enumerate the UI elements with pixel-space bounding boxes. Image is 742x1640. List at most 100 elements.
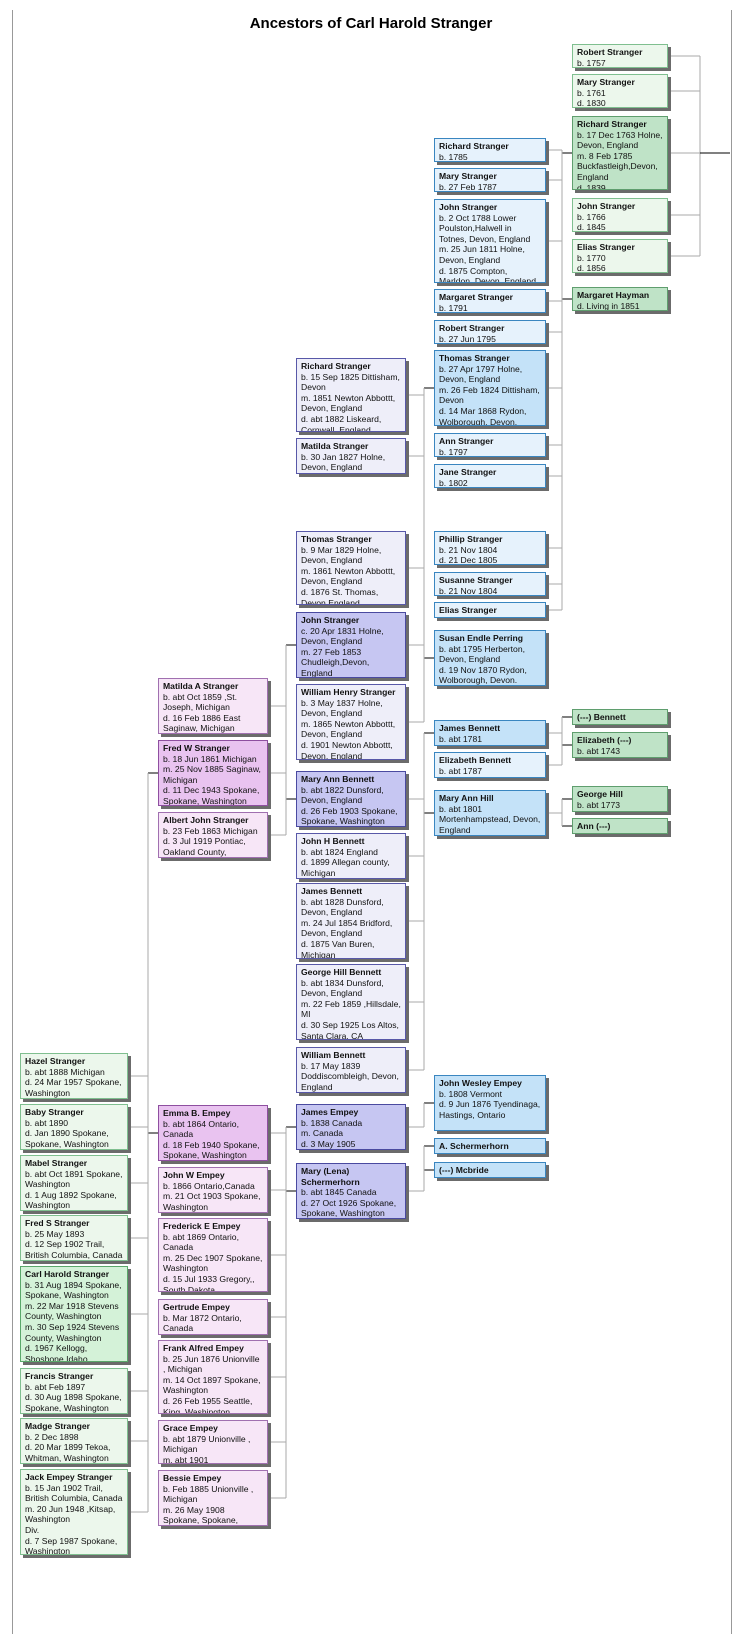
person-name: (---) Mcbride [439,1165,489,1175]
person-box-bennett-unknown[interactable]: (---) Bennett [572,709,668,725]
person-detail: b. abt Feb 1897 [25,1381,86,1392]
person-box-mcbride-unknown[interactable]: (---) Mcbride [434,1162,546,1178]
person-name: Elizabeth (---) [577,735,632,745]
person-detail: b. abt Oct 1859 ,St. Joseph, Michigan [163,691,238,713]
person-box-a-schermerhorn[interactable]: A. Schermerhorn [434,1138,546,1154]
person-detail: b. 1866 Ontario,Canada [163,1180,255,1191]
person-box-elizabeth-unknown[interactable]: Elizabeth (---)b. abt 1743 [572,732,668,758]
person-detail: b. 1757 [577,57,606,68]
person-detail: b. 2 Dec 1898 [25,1431,79,1442]
person-name: Richard Stranger [301,361,371,371]
person-detail: b. 21 Nov 1804 [439,585,498,596]
person-detail: d. 12 Sep 1902 Trail, British Columbia, … [25,1239,123,1260]
person-name: Madge Stranger [25,1421,90,1431]
person-detail: d. 3 May 1905 [301,1138,356,1149]
person-detail: b. abt Oct 1891 Spokane, Washington [25,1168,123,1190]
person-detail: d. Living in 1851 [577,300,640,311]
person-detail: m. 27 Feb 1853 Chudleigh,Devon, England [301,646,370,678]
person-detail: m. Canada [301,1128,344,1139]
person-detail: d. 1967 Kellogg, Shoshone,Idaho [25,1343,88,1362]
person-name: Robert Stranger [439,323,505,333]
person-detail: b. 1766 [577,211,606,222]
person-name: William Bennett [301,1050,366,1060]
person-name: Richard Stranger [439,141,509,151]
person-detail: b. Feb 1885 Unionville , Michigan [163,1483,254,1505]
person-detail: b. abt 1773 [577,799,621,810]
person-detail: b. 1761 [577,87,606,98]
person-box-ann-unknown[interactable]: Ann (---) [572,818,668,834]
person-detail: d. 1899 Allegan county, Michigan [301,857,390,878]
person-detail: b. 27 Apr 1797 Holne, Devon, England [439,363,523,385]
person-name: Elias Stranger [439,605,497,615]
chart-title: Ancestors of Carl Harold Stranger [249,15,493,32]
person-box-elias-stranger[interactable]: Elias Stranger [434,602,546,618]
person-detail: d. 1876 St. Thomas, Devon,England [301,586,379,605]
person-name: Phillip Stranger [439,534,503,544]
person-detail: b. abt 1795 Herberton, Devon, England [439,643,525,665]
person-detail: d. 26 Feb 1903 Spokane, Spokane, Washing… [301,805,398,827]
person-name: Ann (---) [577,821,611,831]
person-name: Robert Stranger [577,47,643,57]
person-detail: m. 20 Jun 1948 ,Kitsap, Washington [25,1503,116,1525]
person-detail: b. 15 Sep 1825 Dittisham, Devon [301,371,400,393]
person-detail: d. abt 1882 Liskeard, Cornwall, England [301,413,382,432]
person-detail: b. abt 1869 Ontario, Canada [163,1231,239,1253]
person-name: Baby Stranger [25,1107,84,1117]
person-detail: m. 22 Feb 1859 ,Hillsdale, MI [301,998,401,1020]
person-name: Frank Alfred Empey [163,1343,244,1353]
